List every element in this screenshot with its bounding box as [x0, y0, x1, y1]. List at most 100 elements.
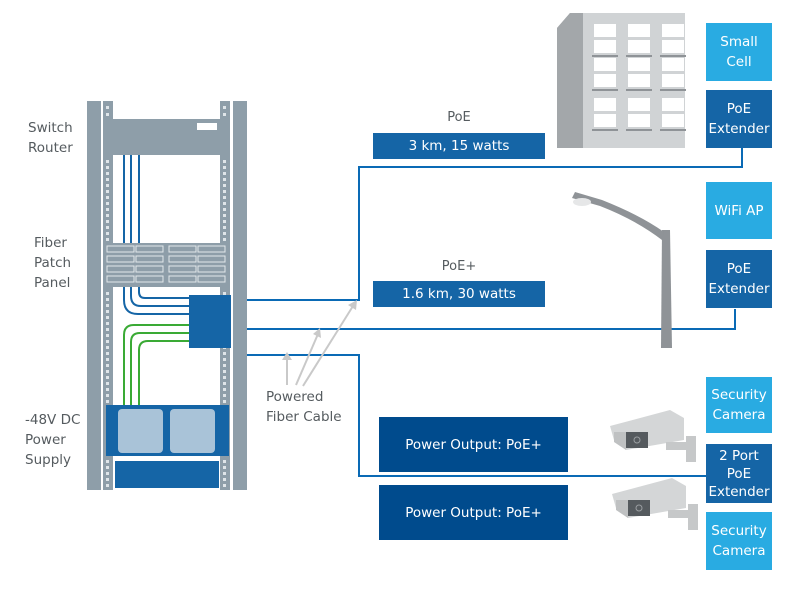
rack-hole [106, 292, 109, 295]
building-window [662, 58, 684, 71]
rack-post-left [87, 101, 101, 490]
window-sill [660, 55, 686, 57]
rack-hole [106, 484, 109, 487]
line-wifi [247, 309, 736, 330]
device-label-line: PoE [726, 101, 752, 117]
device-label-line: Extender [708, 483, 770, 500]
rack-hole [106, 322, 109, 325]
rack-hole [223, 388, 226, 391]
building-window [662, 114, 684, 127]
rack-hole [106, 394, 109, 397]
patch-port [106, 255, 135, 263]
poe-switch-block [189, 295, 231, 348]
building-window [628, 98, 650, 111]
rack-hole [106, 364, 109, 367]
device-label-line: PoE [726, 465, 752, 482]
building-window [628, 40, 650, 53]
rack-rail-left [103, 101, 113, 490]
label-line: Supply [25, 452, 72, 468]
rack-hole [223, 484, 226, 487]
rack-hole [223, 190, 226, 193]
device-label-line: Camera [712, 543, 766, 559]
security-camera-icon-1 [610, 410, 696, 462]
label-switch-router: Switch Router [28, 118, 73, 158]
device-label-line: Extender [708, 281, 770, 297]
rack-hole [223, 394, 226, 397]
rack-hole [106, 226, 109, 229]
rack-hole [106, 340, 109, 343]
rack-hole [106, 196, 109, 199]
power-supply-vent-left [118, 409, 163, 453]
rack-hole [223, 220, 226, 223]
rack-hole [223, 478, 226, 481]
rack-hole [106, 376, 109, 379]
rack-hole [223, 466, 226, 469]
rack-hole [106, 346, 109, 349]
rack-hole [106, 310, 109, 313]
rack-hole [223, 208, 226, 211]
rack-hole [106, 472, 109, 475]
label-line: Router [28, 140, 73, 156]
device-label-line: Extender [708, 121, 770, 137]
rack-hole [223, 472, 226, 475]
rack-hole [223, 358, 226, 361]
power-output-1: Power Output: PoE+ [379, 417, 568, 472]
device-security-camera-1: Security Camera [706, 377, 772, 433]
device-two-port-poe-extender: 2 Port PoE Extender [706, 444, 772, 503]
window-sill [592, 129, 618, 131]
patch-port [135, 275, 164, 283]
rack-hole [106, 214, 109, 217]
window-sill [626, 89, 652, 91]
patch-port [168, 245, 197, 253]
label-line: Fiber Cable [266, 409, 342, 425]
label-power-supply: -48V DC Power Supply [25, 410, 80, 470]
rack-hole [223, 400, 226, 403]
rack-hole [106, 400, 109, 403]
patch-port [135, 265, 164, 273]
device-small-cell: Small Cell [706, 23, 772, 81]
rack-hole [106, 388, 109, 391]
label-line: Panel [34, 275, 71, 291]
rack-hole [106, 328, 109, 331]
rack-hole [106, 166, 109, 169]
label-fiber-patch-panel: Fiber Patch Panel [34, 233, 71, 293]
power-supply-vent-right [170, 409, 215, 453]
rack-hole [223, 202, 226, 205]
line-cameras [247, 354, 706, 477]
patch-port [135, 245, 164, 253]
label-line: -48V DC [25, 412, 81, 428]
rack-hole [223, 214, 226, 217]
patch-port [197, 245, 226, 253]
label-line: Powered [266, 389, 324, 405]
rack-hole [223, 226, 226, 229]
link-type-poe-plus: PoE+ [441, 259, 477, 274]
rack-hole [106, 190, 109, 193]
building-window [594, 40, 616, 53]
rack-hole [223, 364, 226, 367]
label-line: Switch [28, 120, 73, 136]
label-line: Power [25, 432, 66, 448]
building-icon [557, 13, 686, 148]
building-window [628, 114, 650, 127]
building-window [662, 24, 684, 37]
rack-hole [223, 292, 226, 295]
building-window [662, 40, 684, 53]
rack-hole [223, 178, 226, 181]
device-label-line: PoE [726, 261, 752, 277]
rack-hole [106, 382, 109, 385]
power-supply-lower [115, 461, 219, 488]
fiber-patch-panel [103, 243, 230, 287]
rack-hole [223, 460, 226, 463]
rack-hole [223, 196, 226, 199]
rack-hole-column [106, 160, 226, 487]
building-window [662, 74, 684, 87]
patch-port [106, 265, 135, 273]
patch-port [106, 275, 135, 283]
label-line: Fiber [34, 235, 67, 251]
patch-port [197, 275, 226, 283]
rack-hole [223, 172, 226, 175]
device-label-line: 2 Port [719, 447, 759, 464]
label-powered-fiber-cable: Powered Fiber Cable [266, 387, 342, 427]
patch-port [168, 275, 197, 283]
building-window [662, 98, 684, 111]
